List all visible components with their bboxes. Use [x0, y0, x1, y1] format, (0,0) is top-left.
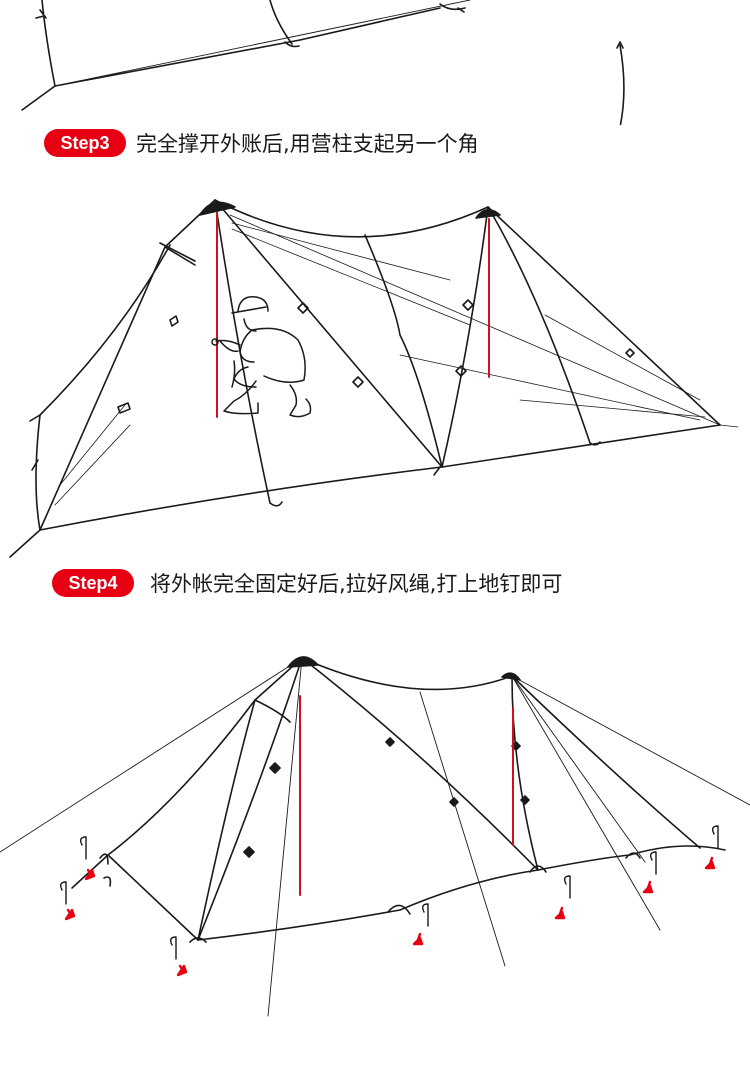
ground-stake-icons — [59, 825, 719, 960]
step2-tent-illustration-partial — [21, 0, 625, 125]
step3-header: Step3 完全撑开外账后,用营柱支起另一个角 — [44, 128, 479, 158]
person-icon — [211, 296, 312, 418]
step3-tent-illustration — [9, 199, 739, 558]
step4-caption: 将外帐完全固定好后,拉好风绳,打上地钉即可 — [150, 572, 563, 596]
step4-header: Step4 将外帐完全固定好后,拉好风绳,打上地钉即可 — [52, 568, 562, 598]
stake-arrow-icons — [64, 856, 716, 977]
step3-caption: 完全撑开外账后,用营柱支起另一个角 — [136, 132, 479, 156]
step3-badge: Step3 — [44, 129, 126, 157]
step4-badge: Step4 — [52, 569, 134, 597]
step4-tent-illustration — [0, 656, 750, 1017]
